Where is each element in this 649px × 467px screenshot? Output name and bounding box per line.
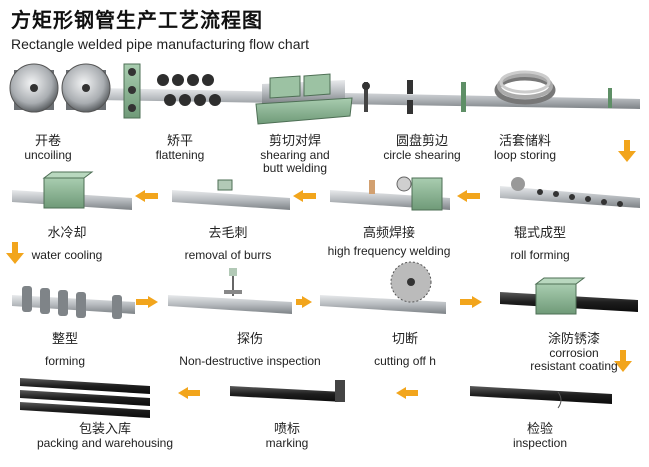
hf-welder <box>330 176 450 211</box>
coating-booth <box>500 277 638 315</box>
roll-forming-line <box>500 177 640 208</box>
shear-butt-welder <box>255 73 353 125</box>
marked-pipe <box>230 380 345 402</box>
inspected-pipe <box>470 386 612 409</box>
cutting-saw <box>320 261 446 314</box>
deburring-section <box>172 179 290 210</box>
uncoiler-coil-2 <box>61 63 111 113</box>
chart-title: 方矩形钢管生产工艺流程图 <box>11 8 263 32</box>
arrow-down-3 <box>614 350 632 372</box>
uncoiler-coil-1 <box>9 63 59 113</box>
arrows-row2 <box>135 190 480 202</box>
arrow-down-1 <box>618 140 636 162</box>
arrows-row3 <box>136 296 482 308</box>
chart-subtitle: Rectangle welded pipe manufacturing flow… <box>11 36 310 52</box>
flattening-machine <box>123 63 221 119</box>
circle-shear <box>362 80 413 114</box>
packed-pipes <box>20 378 150 418</box>
arrow-down-2 <box>6 242 24 264</box>
ndt-station <box>168 268 292 314</box>
arrows-row4 <box>178 387 418 399</box>
water-cooling-unit <box>12 171 132 210</box>
sizing-stands <box>12 286 135 319</box>
loop-storage-coil <box>461 70 612 112</box>
